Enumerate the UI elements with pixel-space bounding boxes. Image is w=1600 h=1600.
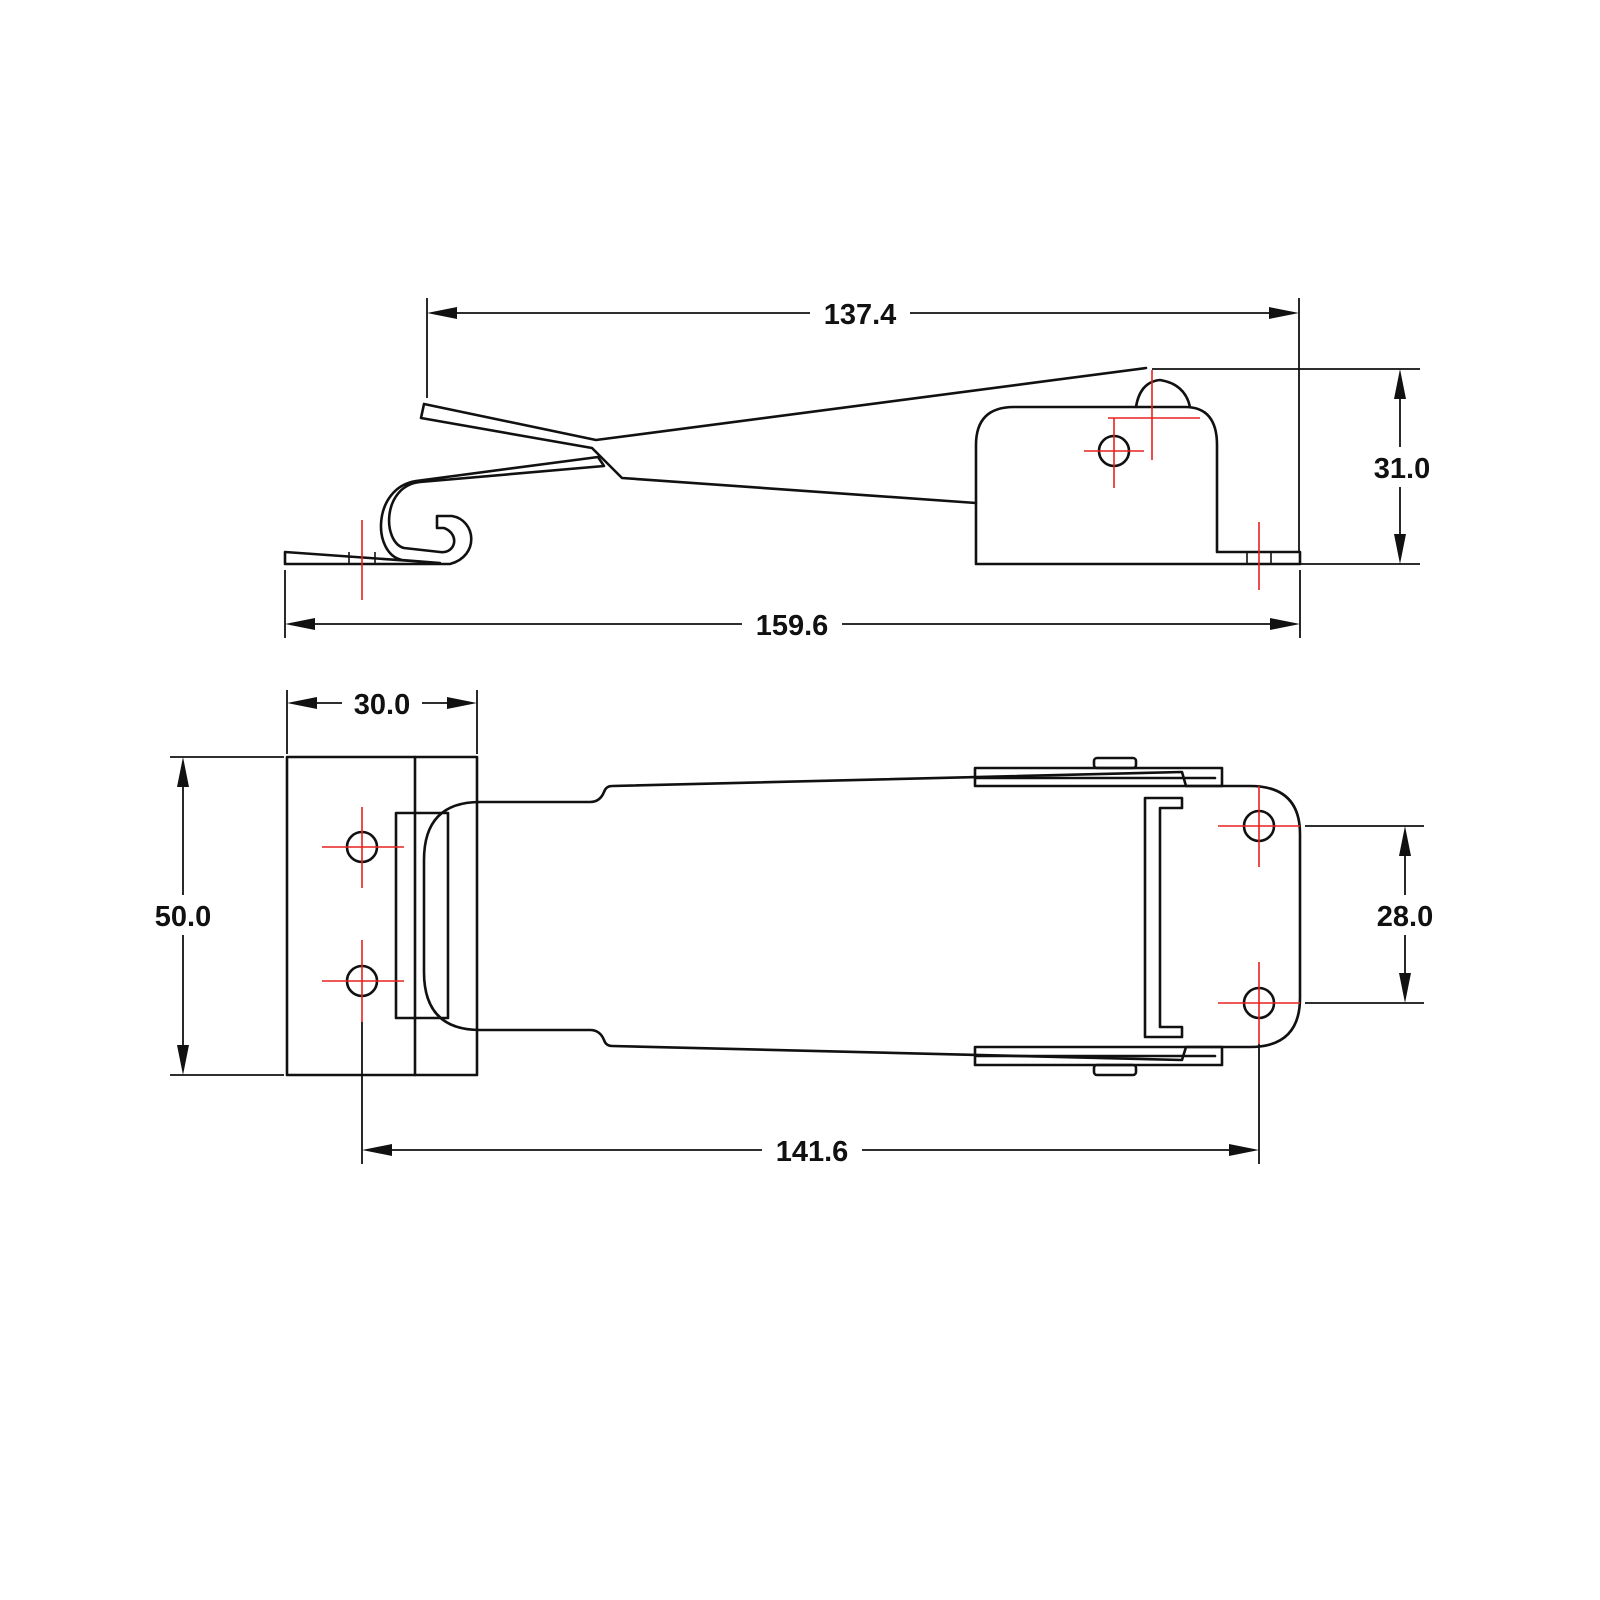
dim-label-height: 31.0 — [1374, 453, 1430, 485]
dimension-top-length: 137.4 — [426, 293, 1300, 552]
top-view: 30.0 50.0 28.0 — [143, 683, 1445, 1170]
dim-label-overall-length: 159.6 — [756, 610, 829, 642]
dimension-hole-centers: 141.6 — [361, 1022, 1260, 1170]
body-hole-upper — [1218, 786, 1300, 867]
dimension-hole-spacing: 28.0 — [1305, 825, 1445, 1004]
dim-label-hole-centers: 141.6 — [776, 1136, 849, 1168]
dim-label-base-width: 30.0 — [354, 689, 410, 721]
pivot-knuckle — [1134, 378, 1192, 409]
hinge-crossbar — [1143, 796, 1184, 1039]
latch-body — [974, 405, 1302, 566]
catch-hole-upper — [322, 807, 404, 888]
dimension-base-width: 30.0 — [286, 683, 478, 754]
hinge-ear-bottom — [973, 1045, 1224, 1067]
catch-plate-outline — [283, 455, 606, 566]
catch-base-plate — [285, 755, 479, 1077]
dim-label-hole-spacing: 28.0 — [1377, 901, 1433, 933]
hinge-pin-bottom — [1092, 1063, 1138, 1077]
body-hole-lower — [1218, 962, 1300, 1044]
dimension-overall-width: 50.0 — [143, 756, 284, 1076]
catch-hole-lower — [322, 940, 404, 1022]
hinge-pin-top — [1092, 756, 1138, 770]
dim-label-overall-width: 50.0 — [155, 901, 211, 933]
side-view: 137.4 31.0 159.6 — [283, 293, 1442, 644]
lever-arm — [419, 366, 1148, 505]
dimension-height: 31.0 — [1152, 368, 1442, 565]
lever-body-outline — [422, 770, 1302, 1062]
dimension-overall-length: 159.6 — [284, 570, 1301, 644]
dim-label-top-length: 137.4 — [824, 299, 897, 331]
hinge-ear-top — [973, 766, 1224, 788]
catch-hook-tongue — [394, 811, 450, 1020]
